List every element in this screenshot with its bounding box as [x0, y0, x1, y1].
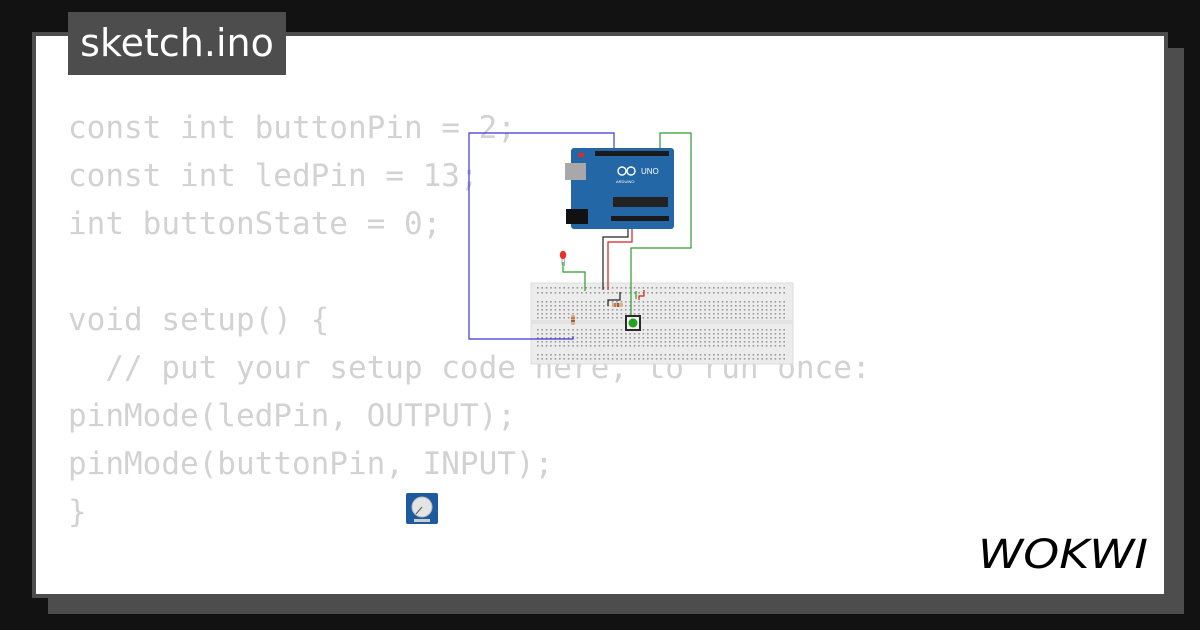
code-line: void loop() {: [68, 584, 871, 594]
code-line: void setup() {: [68, 302, 330, 338]
code-line: int buttonState = 0;: [68, 206, 442, 242]
wokwi-logo-text: WOKWI: [978, 532, 1148, 578]
file-tab: sketch.ino: [68, 12, 286, 75]
code-line: [68, 536, 871, 584]
preview-card-inner: const int buttonPin = 2; const int ledPin…: [36, 36, 1164, 594]
code-line: const int buttonPin = 2;: [68, 110, 516, 146]
code-line: [68, 248, 871, 296]
code-line: const int ledPin = 13;: [68, 158, 479, 194]
code-line: pinMode(ledPin, OUTPUT);: [68, 398, 516, 434]
code-line: }: [68, 494, 87, 530]
wokwi-logo: WOKWI: [978, 532, 1148, 578]
preview-card: const int buttonPin = 2; const int ledPin…: [32, 32, 1168, 598]
code-line: pinMode(buttonPin, INPUT);: [68, 446, 554, 482]
code-preview: const int buttonPin = 2; const int ledPin…: [68, 104, 871, 594]
code-line: // put your setup code here, to run once…: [68, 350, 871, 386]
